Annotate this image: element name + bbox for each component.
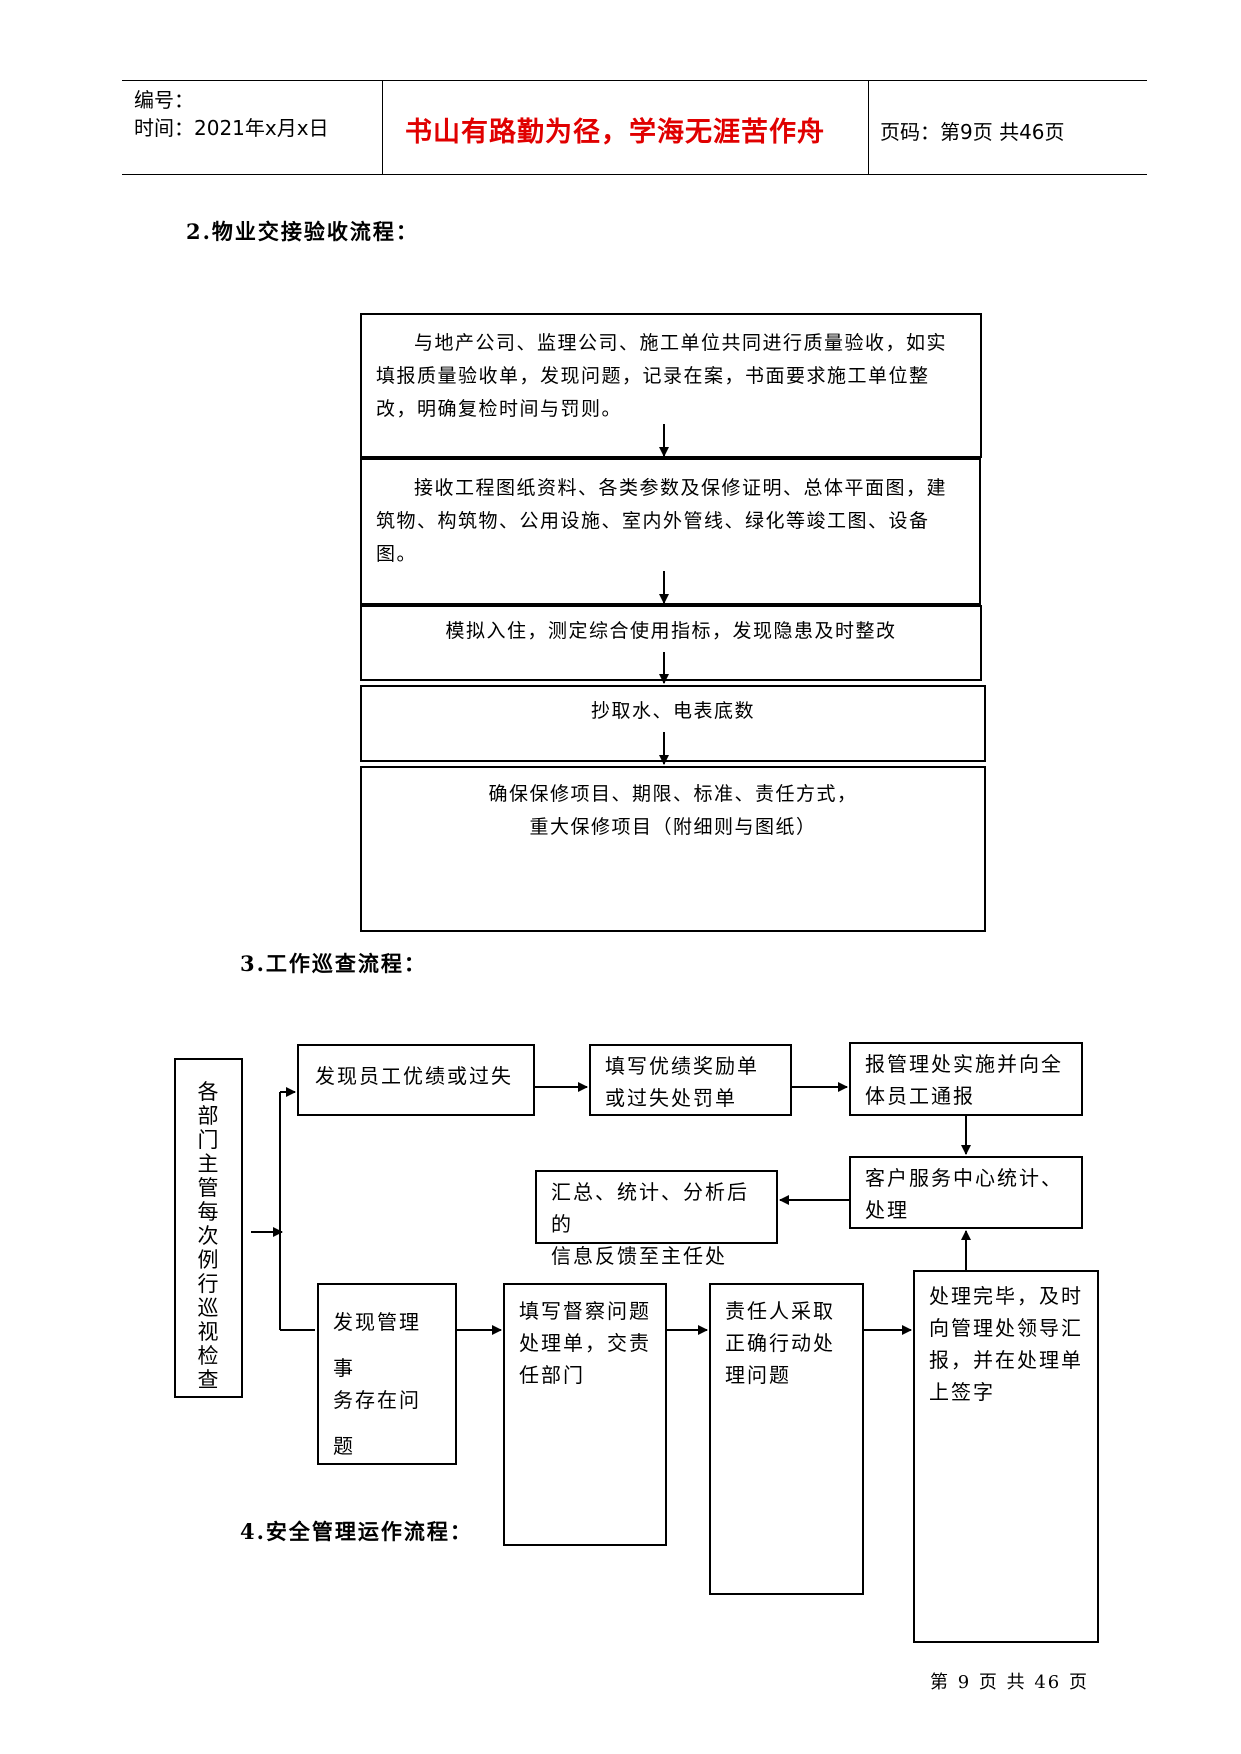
bottom-box-4-text-line3: 报，并在处理单 (929, 1348, 1083, 1372)
bottom-box-4: 处理完毕，及时 向管理处领导汇 报，并在处理单 上签字 (913, 1270, 1099, 1643)
bottom-box-3-text-line1: 责任人采取 (725, 1299, 835, 1323)
section2-step-2-box: 接收工程图纸资料、各类参数及保修证明、总体平面图，建筑物、构筑物、公用设施、室内… (360, 458, 981, 605)
bottom-box-4-text-line2: 向管理处领导汇 (929, 1316, 1083, 1340)
service-center-text-line1: 客户服务中心统计、 (865, 1166, 1063, 1190)
top-box-1: 发现员工优绩或过失 (297, 1044, 535, 1116)
section2-step-3-box: 模拟入住，测定综合使用指标，发现隐患及时整改 (360, 605, 982, 681)
bottom-box-3-text-line2: 正确行动处 (725, 1331, 835, 1355)
bottom-box-4-text-line4: 上签字 (929, 1380, 995, 1404)
section2-step-3-text: 模拟入住，测定综合使用指标，发现隐患及时整改 (445, 620, 897, 642)
service-center-text-line2: 处理 (865, 1198, 909, 1222)
top-box-2: 填写优绩奖励单 或过失处罚单 (589, 1044, 792, 1116)
bottom-box-3: 责任人采取 正确行动处 理问题 (709, 1283, 864, 1595)
top-box-3: 报管理处实施并向全 体员工通报 (849, 1042, 1083, 1116)
middle-box-service-center: 客户服务中心统计、 处理 (849, 1156, 1083, 1229)
section2-step-2-text: 接收工程图纸资料、各类参数及保修证明、总体平面图，建筑物、构筑物、公用设施、室内… (376, 477, 948, 565)
bottom-box-2-text-line3: 任部门 (519, 1363, 585, 1387)
section2-step-4-box: 抄取水、电表底数 (360, 685, 986, 762)
header-top-rule (122, 80, 1147, 81)
summary-text-line1: 汇总、统计、分析后的 (551, 1180, 749, 1236)
section2-step-5-box: 确保保修项目、期限、标准、责任方式， 重大保修项目（附细则与图纸） (360, 766, 986, 932)
time-label: 时间：2021年x月x日 (134, 116, 329, 140)
section2-step-5-text-line1: 确保保修项目、期限、标准、责任方式， (488, 783, 858, 805)
section2-step-1-text: 与地产公司、监理公司、施工单位共同进行质量验收，如实填报质量验收单，发现问题，记… (376, 332, 948, 420)
section3-title: 3.工作巡查流程： (240, 951, 427, 976)
patrol-start-text: 各部门主管每次例行巡视检查 (197, 1080, 219, 1392)
bottom-box-2: 填写督察问题 处理单，交责 任部门 (503, 1283, 667, 1546)
section4-title: 4.安全管理运作流程： (240, 1519, 473, 1544)
section2-step-5-text-line2: 重大保修项目（附细则与图纸） (529, 816, 817, 838)
top-box-2-text-line2: 或过失处罚单 (605, 1086, 737, 1110)
page-label: 页码：第9页 共46页 (880, 120, 1065, 144)
header-bottom-rule (122, 174, 1147, 175)
footer-page-number: 第 9 页 共 46 页 (930, 1672, 1089, 1693)
bottom-box-1-text-line1: 发现管理事 (333, 1310, 421, 1380)
header-divider-right (868, 80, 869, 174)
top-box-3-text-line1: 报管理处实施并向全 (865, 1052, 1063, 1076)
bottom-box-2-text-line1: 填写督察问题 (519, 1299, 651, 1323)
bottom-box-1-text-line2: 务存在问题 (333, 1388, 421, 1458)
middle-box-summary: 汇总、统计、分析后的 信息反馈至主任处 (535, 1170, 778, 1268)
section2-step-4-text: 抄取水、电表底数 (590, 700, 755, 722)
serial-label: 编号： (134, 88, 194, 112)
header-motto: 书山有路勤为径，学海无涯苦作舟 (405, 117, 825, 148)
top-box-3-text-line2: 体员工通报 (865, 1084, 975, 1108)
section2-title: 2.物业交接验收流程： (186, 219, 419, 244)
header-divider-left (382, 80, 383, 174)
top-box-2-text-line1: 填写优绩奖励单 (605, 1054, 759, 1078)
bottom-box-2-text-line2: 处理单，交责 (519, 1331, 651, 1355)
bottom-box-1: 发现管理事 务存在问题 (317, 1283, 457, 1465)
section2-step-1-box: 与地产公司、监理公司、施工单位共同进行质量验收，如实填报质量验收单，发现问题，记… (360, 313, 982, 458)
bottom-box-3-text-line3: 理问题 (725, 1363, 791, 1387)
summary-text-line2: 信息反馈至主任处 (551, 1244, 727, 1268)
patrol-start-box (174, 1058, 243, 1398)
bottom-box-4-text-line1: 处理完毕，及时 (929, 1284, 1083, 1308)
top-box-1-text: 发现员工优绩或过失 (315, 1064, 513, 1088)
